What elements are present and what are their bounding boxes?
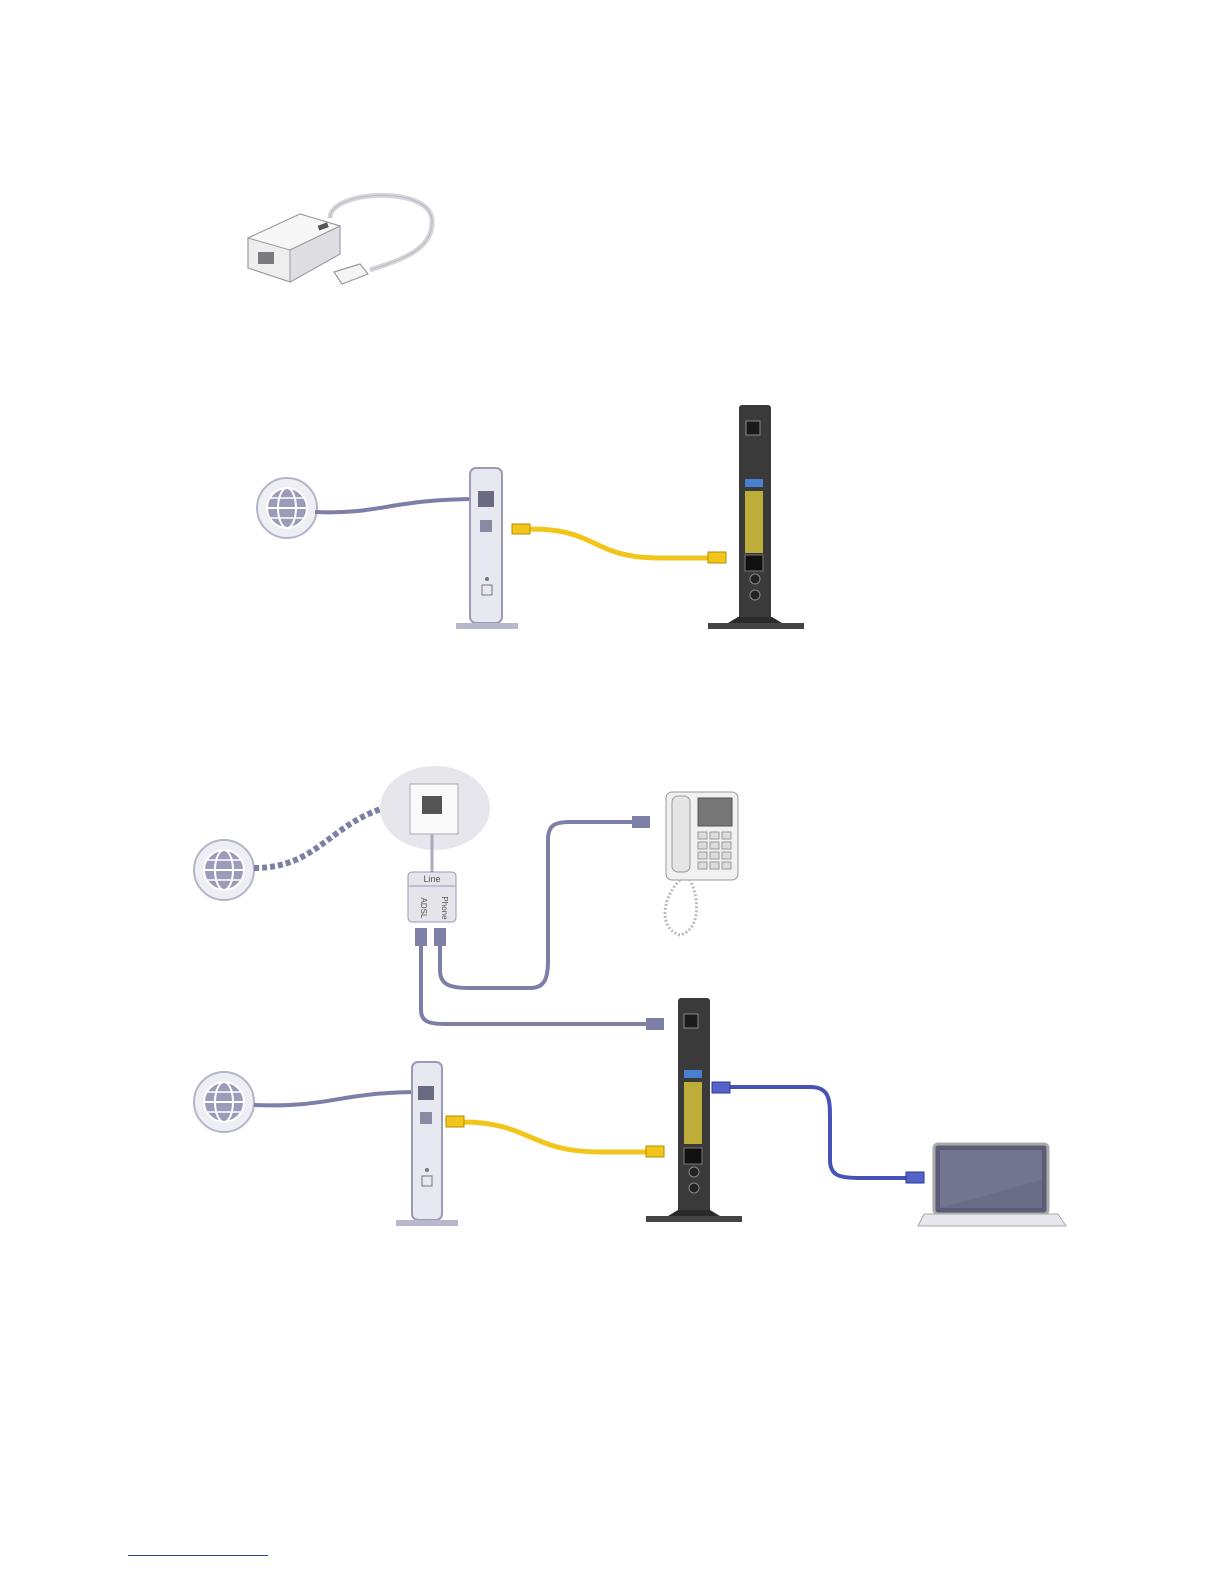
cable-modem-diagram: [0, 395, 1224, 640]
modem-icon: [396, 1062, 458, 1226]
wall-jack-icon: [410, 784, 458, 834]
splitter-line-label: Line: [423, 874, 440, 884]
globe-icon: [194, 1072, 254, 1132]
splitter-figure: [0, 190, 460, 300]
cable-modem-figure: [0, 395, 1224, 640]
router-icon: [646, 998, 742, 1222]
telephone-icon: [665, 792, 738, 935]
router-icon: [708, 405, 804, 629]
globe-icon: [194, 840, 254, 900]
dsl-splitter-icon: Line ADSL Phone: [408, 872, 456, 922]
laptop-icon: [918, 1144, 1066, 1226]
footer-rule: [128, 1555, 268, 1556]
modem-icon: [456, 468, 518, 629]
adsl-diagram: Line ADSL Phone: [0, 760, 1224, 1240]
globe-icon: [257, 478, 317, 538]
splitter-phone-label: Phone: [440, 896, 449, 920]
adsl-setup-figure: Line ADSL Phone: [0, 760, 1224, 1240]
splitter-adsl-label: ADSL: [419, 898, 428, 919]
dsl-splitter-icon: [0, 190, 460, 300]
